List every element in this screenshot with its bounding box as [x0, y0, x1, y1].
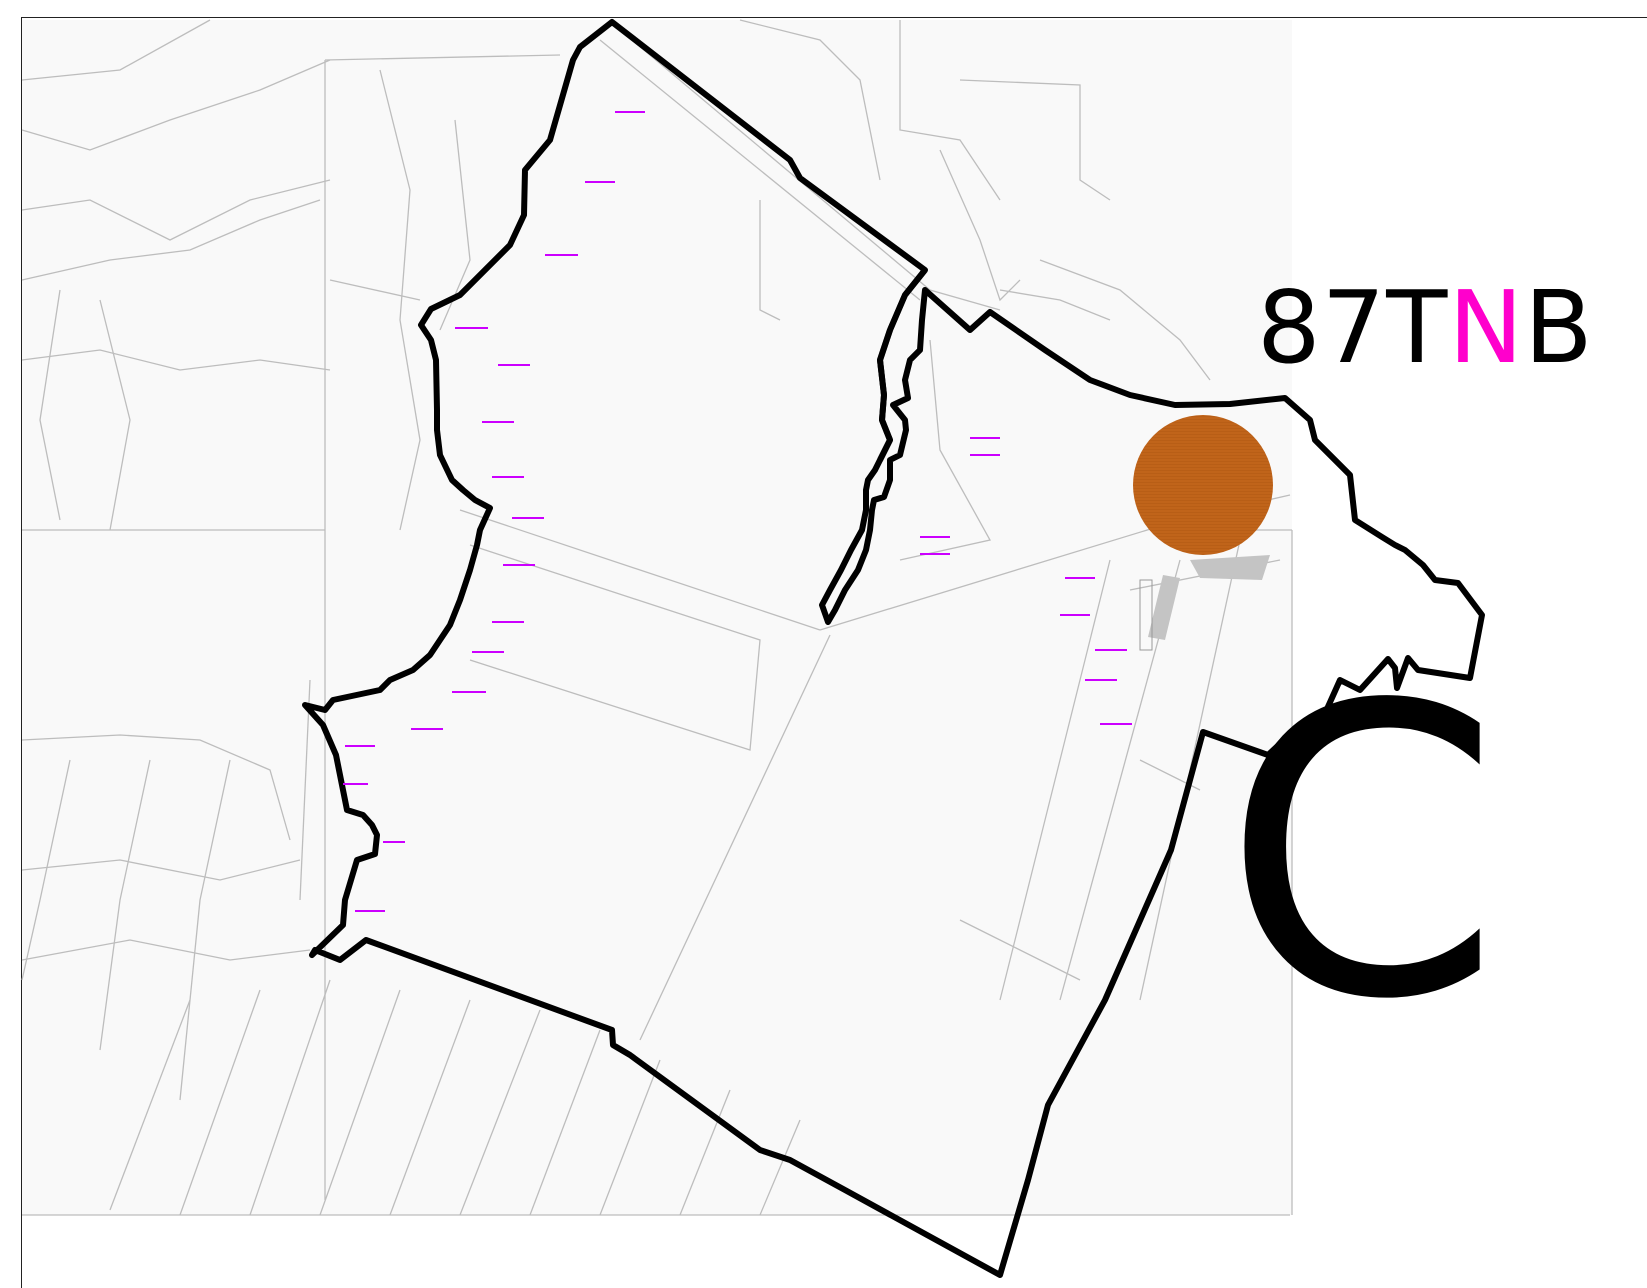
parcel-code-suffix: B	[1524, 269, 1594, 386]
building-outline	[1139, 579, 1153, 651]
parcel-code-label: 87TNB	[1257, 278, 1594, 378]
parcel-code-accent: N	[1448, 269, 1525, 386]
magenta-tick-marks	[343, 111, 1132, 912]
building	[1190, 555, 1270, 580]
zone-letter: C	[1222, 622, 1502, 1087]
marker-circle[interactable]	[1133, 415, 1273, 555]
parcel-boundaries[interactable]	[302, 19, 1485, 1278]
buildings	[1139, 555, 1270, 651]
parcel-boundary-divider[interactable]	[877, 268, 928, 462]
parcel-code-prefix: 87T	[1257, 269, 1449, 386]
cadastral-background	[21, 19, 1293, 1216]
orange-circle-marker[interactable]	[1133, 415, 1273, 555]
parcel-boundary-outer[interactable]	[302, 19, 1485, 1278]
building	[1148, 575, 1180, 640]
map-frame	[21, 17, 1647, 1288]
